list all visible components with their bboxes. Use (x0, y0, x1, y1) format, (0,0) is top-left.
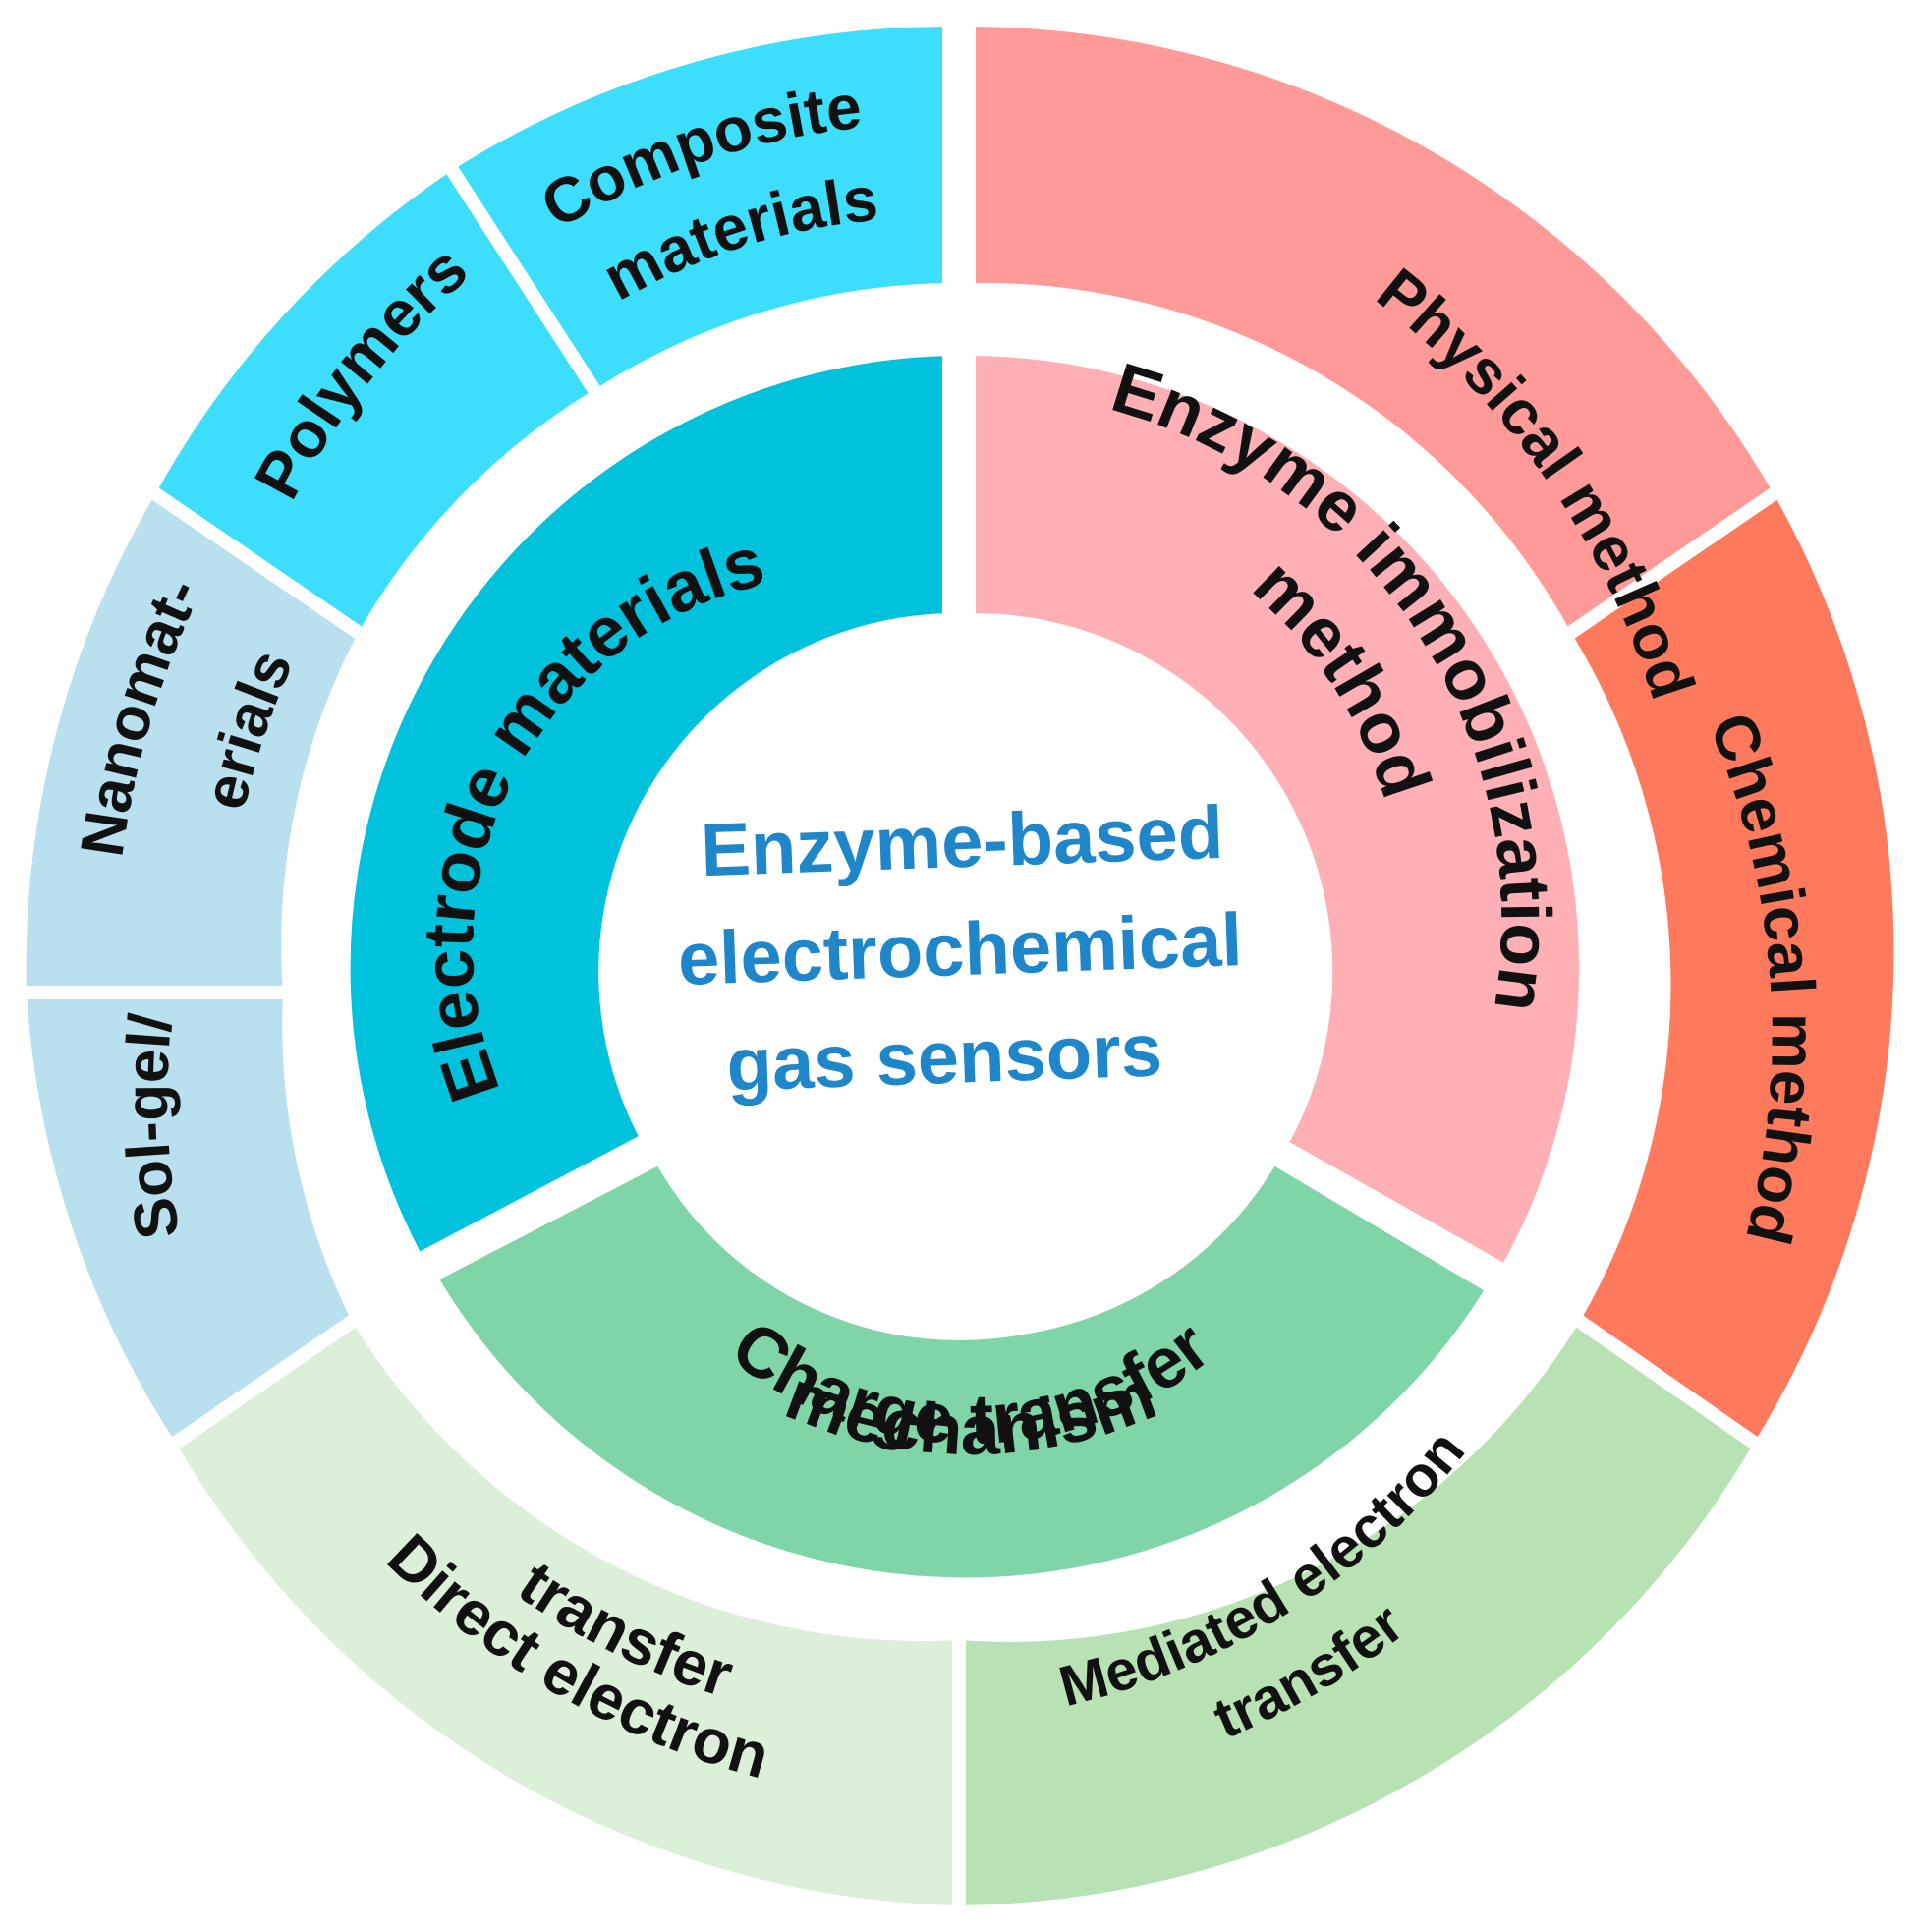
center-title-line-2: electrochemical (677, 898, 1244, 1001)
center-disc (611, 645, 1307, 1340)
center-title-line-1: Enzyme-based (700, 791, 1225, 893)
center-title-line-3: gas sensors (725, 1008, 1163, 1107)
segment-chemical-method[interactable] (1555, 480, 1908, 1457)
segment-mediated-electron-transfer[interactable] (952, 1307, 1770, 1920)
center-title: Enzyme-based electrochemical gas sensors (677, 791, 1244, 1108)
inner-ring (336, 341, 1593, 1592)
label-sol-gel: Sol-gel/ (113, 1011, 193, 1243)
segment-enzyme-immobilization[interactable] (962, 341, 1593, 1281)
segment-electrode-materials[interactable] (336, 341, 956, 1271)
outer-ring (12, 12, 1908, 1920)
